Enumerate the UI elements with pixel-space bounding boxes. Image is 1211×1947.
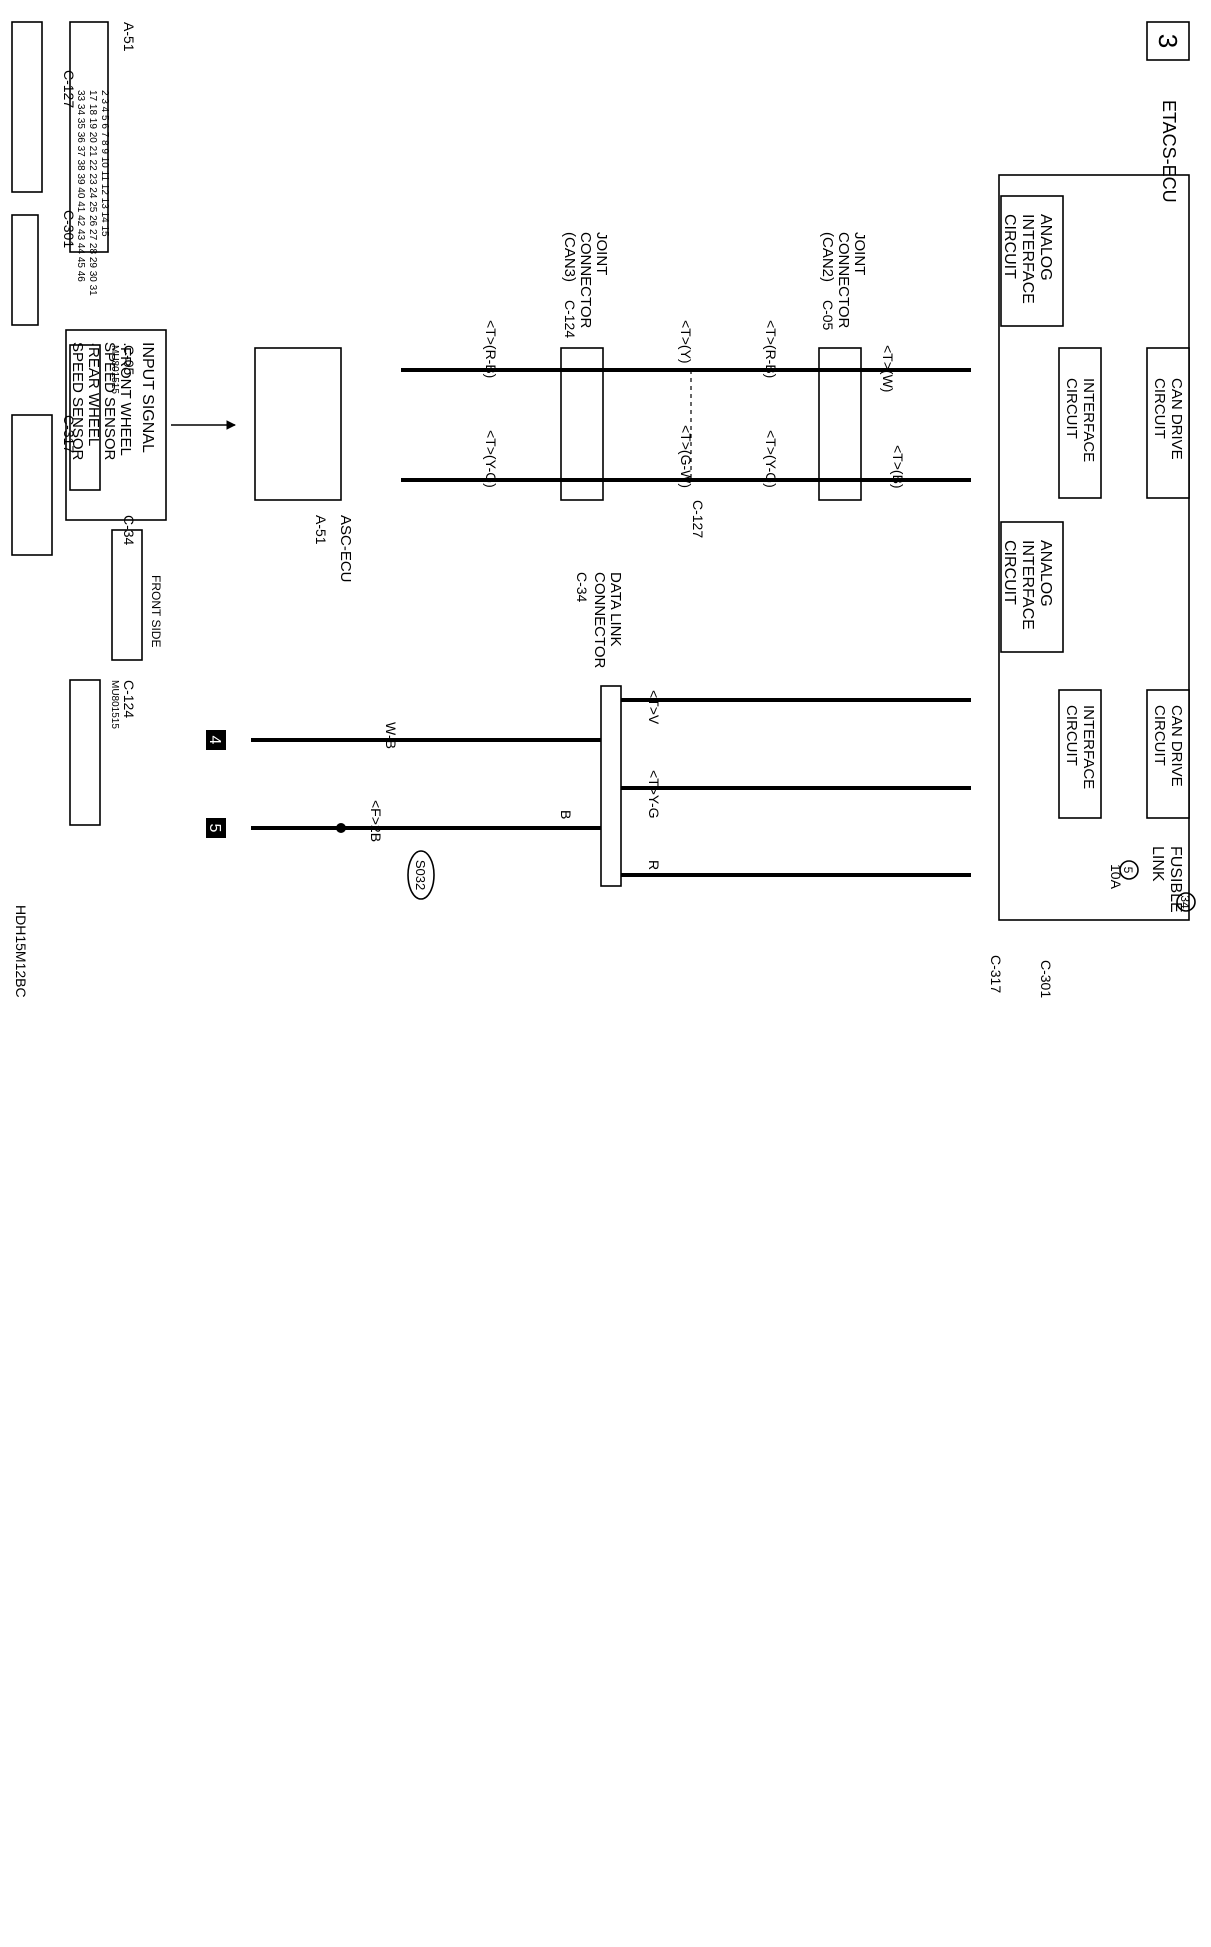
- a51-row3: 33 34 35 36 37 38 39 40 41 42 43 44 45 4…: [75, 90, 86, 282]
- wire-label-v: <T>V: [646, 690, 662, 725]
- etacs-ecu-label: ETACS-ECU: [1159, 100, 1179, 203]
- c127-face: [11, 21, 43, 193]
- asc-ecu-box: [254, 347, 342, 501]
- fusible-link-no: 34: [1178, 895, 1192, 909]
- analog-interface-label-2: ANALOGINTERFACECIRCUIT: [1001, 540, 1054, 630]
- data-link-connector-body: [600, 685, 622, 887]
- diagram-code: HDH15M12BC: [13, 905, 29, 998]
- fuse-no-badge: [1119, 860, 1139, 880]
- legend-c317-tag: C-317: [61, 415, 77, 453]
- s032-label: S032: [413, 860, 428, 890]
- wire-label-b-gnd: B: [558, 810, 574, 819]
- interface-box-2: [1058, 689, 1102, 819]
- etacs-ecu-box: [998, 174, 1190, 921]
- can-drive-label-1: CAN DRIVECIRCUIT: [1151, 378, 1185, 460]
- ground-id-5: 5: [206, 824, 223, 833]
- legend-c34-tag: C-34: [121, 515, 137, 546]
- joint-connector-can3: [560, 347, 604, 501]
- wire-label-f2b: <F>2B: [368, 800, 384, 842]
- a51-face: [69, 21, 109, 253]
- c317-tag: C-317: [988, 955, 1004, 993]
- c124-tag: C-124: [562, 300, 578, 338]
- legend-c05-tag: C-05: [121, 345, 137, 376]
- ground-id-5-box: [206, 818, 226, 838]
- a51-row2: 17 18 19 20 21 22 23 24 25 26 27 28 29 3…: [87, 90, 98, 296]
- schematic-group: 3 ETACS-ECU ANALOGINTERFACECIRCUIT ANALO…: [13, 21, 1196, 998]
- analog-interface-box-1: [1000, 195, 1064, 327]
- c05-face: [69, 344, 101, 491]
- splice-dot: [336, 823, 346, 833]
- interface-box-1: [1058, 347, 1102, 499]
- joint-can2-label: JOINTCONNECTOR(CAN2): [819, 232, 868, 329]
- legend-c124-part: MU801515: [109, 680, 120, 729]
- wire-label-gw: <T>(G-W): [678, 425, 694, 488]
- legend-c301-tag: C-301: [61, 210, 77, 248]
- legend-front-side: FRONT SIDE: [149, 575, 163, 647]
- connector-legend: C-127 A-51 2 3 4 5 6 7 8 9 10 11 12 13 1…: [11, 21, 163, 826]
- joint-can3-label: JOINTCONNECTOR(CAN3): [561, 232, 610, 329]
- analog-interface-box-2: [1000, 521, 1064, 653]
- wire-label-rb-upper: <T>(R-B): [763, 320, 779, 378]
- fuse-no: 5: [1121, 867, 1135, 874]
- c124-face: [69, 679, 101, 826]
- input-signal-items: ·FRONT WHEELSPEED SENSOR·REAR WHEELSPEED…: [69, 342, 134, 461]
- wire-label-wb: W-B: [383, 722, 399, 749]
- wire-label-yg-dlc: <T>Y-G: [646, 770, 662, 819]
- asc-ecu-label: ASC-ECU: [337, 515, 354, 583]
- c317-face: [11, 414, 53, 556]
- a51-row1: 2 3 4 5 6 7 8 9 10 11 12 13 14 15: [99, 90, 110, 237]
- c301-face: [11, 214, 39, 326]
- input-signal-box: [65, 329, 167, 521]
- wire-label-yg-upper: <T>(Y-G): [763, 430, 779, 488]
- wire-label-w: <T>(W): [880, 345, 896, 392]
- analog-interface-label-1: ANALOGINTERFACECIRCUIT: [1001, 214, 1054, 304]
- can-drive-label-2: CAN DRIVECIRCUIT: [1151, 705, 1185, 787]
- wire-label-y: <T>(Y): [678, 320, 694, 364]
- data-link-label: DATA LINKCONNECTOR: [591, 572, 624, 669]
- can-drive-box-2: [1146, 689, 1190, 819]
- legend-c124-tag: C-124: [121, 680, 137, 718]
- joint-connector-can2: [818, 347, 862, 501]
- s032-badge: [407, 850, 435, 900]
- wire-label-rb-lower: <T>(R-B): [483, 320, 499, 378]
- fusible-link-no-badge: [1176, 892, 1196, 912]
- c34-face: [111, 529, 143, 661]
- legend-a51-tag: A-51: [121, 22, 137, 52]
- c34-tag: C-34: [574, 572, 590, 603]
- c05-tag: C-05: [820, 300, 836, 331]
- ground-id-4: 4: [206, 736, 223, 745]
- legend-c05-part: MU801515: [109, 345, 120, 394]
- can-drive-box-1: [1146, 347, 1190, 499]
- a51-tag: A-51: [313, 515, 329, 545]
- interface-label-2: INTERFACECIRCUIT: [1063, 705, 1097, 789]
- c301-tag: C-301: [1038, 960, 1054, 998]
- page-number-box: [1146, 21, 1190, 61]
- input-signal-title: INPUT SIGNAL: [139, 342, 156, 453]
- c127-tag: C-127: [690, 500, 706, 538]
- wire-label-yg-lower: <T>(Y-G): [483, 430, 499, 488]
- wire-label-r: R: [646, 860, 662, 870]
- ground-id-4-box: [206, 730, 226, 750]
- legend-c127-tag: C-127: [61, 70, 77, 108]
- wire-label-b: <T>(B): [890, 445, 906, 489]
- interface-label-1: INTERFACECIRCUIT: [1063, 378, 1097, 462]
- page-number: 3: [1153, 34, 1183, 48]
